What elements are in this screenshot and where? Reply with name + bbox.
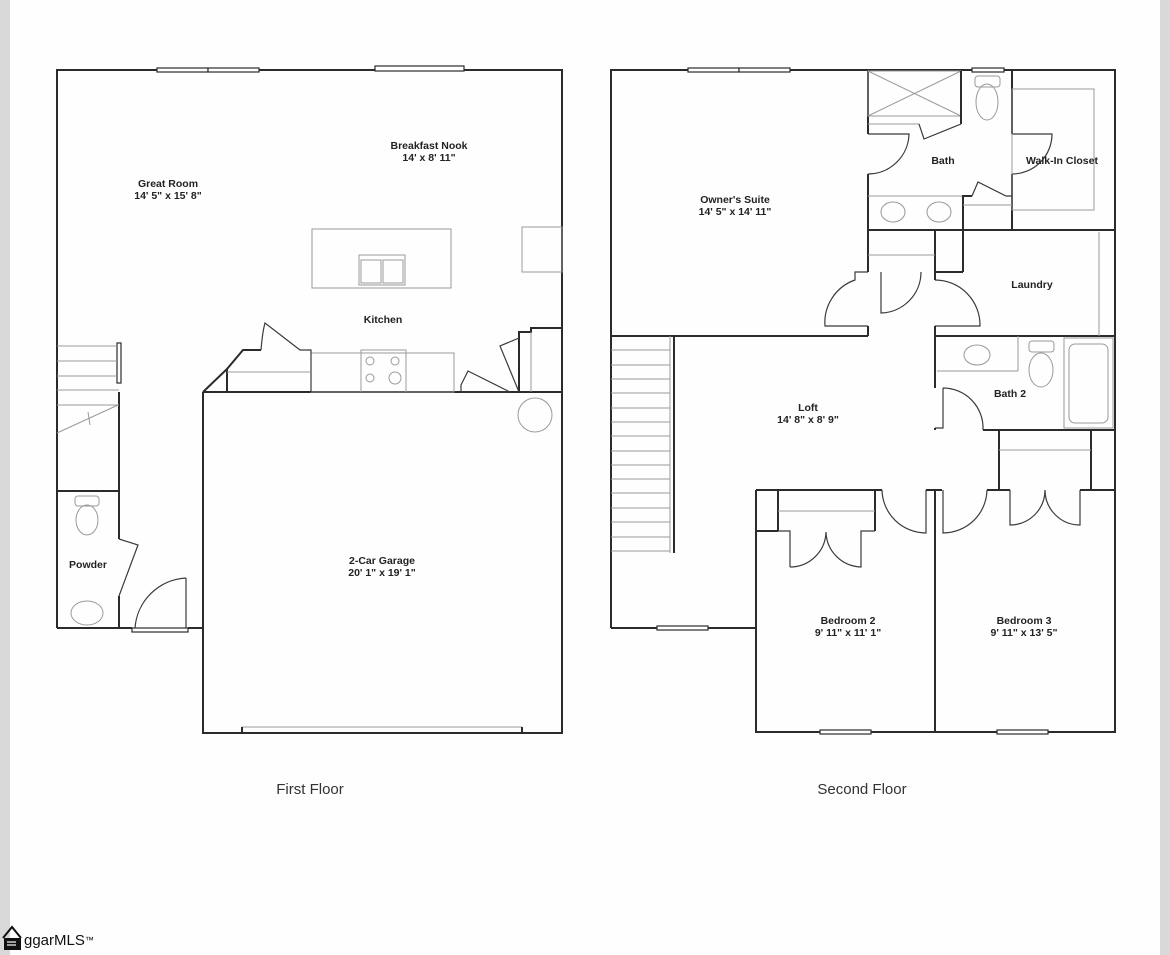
room-name: Bath xyxy=(931,155,955,167)
room-label-garage: 2-Car Garage 20' 1" x 19' 1" xyxy=(348,555,416,579)
room-dimensions: 9' 11" x 13' 5" xyxy=(990,627,1058,639)
room-label-laundry: Laundry xyxy=(1011,279,1052,291)
room-label-great-room: Great Room 14' 5" x 15' 8" xyxy=(134,178,202,202)
room-label-bedroom-2: Bedroom 2 9' 11" x 11' 1" xyxy=(815,615,881,639)
room-label-bath: Bath xyxy=(931,155,954,167)
room-label-bedroom-3: Bedroom 3 9' 11" x 13' 5" xyxy=(991,615,1058,639)
house-logo-icon xyxy=(2,925,22,950)
room-dimensions: 14' 5" x 14' 11" xyxy=(698,206,772,218)
room-name: Breakfast Nook xyxy=(390,140,468,152)
room-label-powder: Powder xyxy=(69,559,107,571)
room-dimensions: 9' 11" x 11' 1" xyxy=(814,627,882,639)
room-label-loft: Loft 14' 8" x 8' 9" xyxy=(777,402,839,426)
room-label-breakfast-nook: Breakfast Nook 14' x 8' 11" xyxy=(390,140,467,164)
room-dimensions: 14' 8" x 8' 9" xyxy=(777,414,839,426)
room-label-kitchen: Kitchen xyxy=(364,314,403,326)
room-dimensions: 14' x 8' 11" xyxy=(402,152,456,164)
room-name: Bedroom 2 xyxy=(820,615,876,627)
room-dimensions: 20' 1" x 19' 1" xyxy=(348,567,416,579)
room-name: Owner's Suite xyxy=(700,194,770,206)
room-dimensions: 14' 5" x 15' 8" xyxy=(134,190,202,202)
room-name: Bath 2 xyxy=(993,388,1027,400)
room-name: Kitchen xyxy=(363,314,403,326)
first-floor-caption: First Floor xyxy=(276,781,344,798)
room-name: Bedroom 3 xyxy=(996,615,1052,627)
watermark-trademark: ™ xyxy=(84,935,94,945)
room-name: Walk-In Closet xyxy=(1026,155,1098,167)
watermark-brand: ggarMLS xyxy=(24,931,85,949)
room-name: Laundry xyxy=(1011,279,1053,291)
room-name: 2-Car Garage xyxy=(349,555,415,567)
second-floor-plan xyxy=(610,67,1116,735)
room-label-walk-in-closet: Walk-In Closet xyxy=(1026,155,1098,167)
floor-plan-page xyxy=(10,0,1160,955)
room-label-owners-suite: Owner's Suite 14' 5" x 14' 11" xyxy=(699,194,772,218)
room-name: Loft xyxy=(798,402,818,414)
room-label-bath-2: Bath 2 xyxy=(994,388,1026,400)
second-floor-caption: Second Floor xyxy=(817,781,907,798)
first-floor-plan xyxy=(56,65,563,734)
room-name: Powder xyxy=(69,559,107,571)
room-name: Great Room xyxy=(137,178,199,190)
